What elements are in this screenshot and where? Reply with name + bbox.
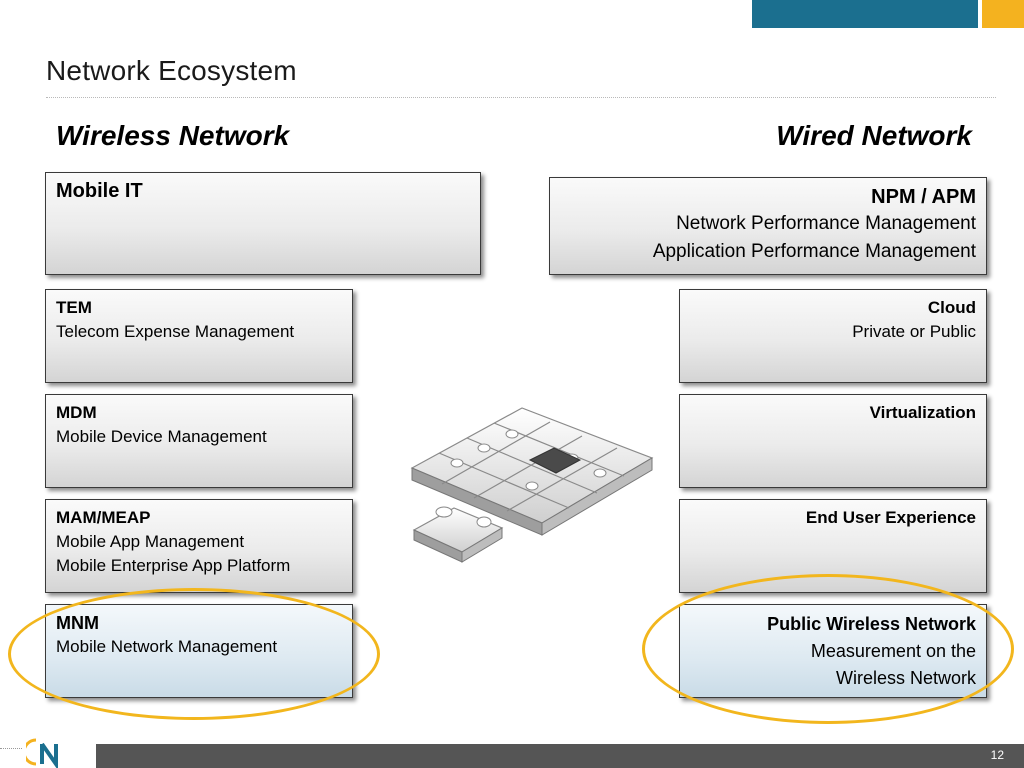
title-divider [46, 97, 996, 98]
wired-heading: Wired Network [776, 120, 972, 151]
box-mobile-it: Mobile IT [45, 172, 481, 275]
highlight-ellipse-left [8, 588, 380, 720]
box-line: Mobile Enterprise App Platform [56, 556, 291, 575]
box-end-user-experience: End User Experience [679, 499, 987, 593]
box-line: Network Performance Management [676, 213, 976, 234]
box-line: Mobile Device Management [56, 427, 267, 446]
box-line: Mobile App Management [56, 532, 245, 551]
box-virtualization: Virtualization [679, 394, 987, 488]
box-mam-meap: MAM/MEAP Mobile App Management Mobile En… [45, 499, 353, 593]
box-cloud: Cloud Private or Public [679, 289, 987, 383]
box-head: TEM [56, 298, 92, 317]
box-tem: TEM Telecom Expense Management [45, 289, 353, 383]
wireless-heading: Wireless Network [56, 120, 290, 151]
box-head: Virtualization [869, 403, 976, 422]
box-line: Telecom Expense Management [56, 322, 295, 341]
puzzle-pieces-icon [410, 407, 654, 563]
box-mdm: MDM Mobile Device Management [45, 394, 353, 488]
box-head: MAM/MEAP [56, 508, 151, 527]
box-head: End User Experience [805, 508, 976, 527]
slide-title: Network Ecosystem [46, 55, 297, 86]
footer-bar [96, 744, 1024, 768]
header-accent-orange [982, 0, 1024, 28]
box-head: NPM / APM [871, 186, 976, 208]
header-accent-teal [752, 0, 978, 28]
box-head: MDM [56, 403, 97, 422]
page-number: 12 [990, 748, 1004, 762]
box-npm-apm: NPM / APM Network Performance Management… [549, 177, 987, 275]
highlight-ellipse-right [642, 574, 1014, 724]
box-line: Application Performance Management [652, 241, 976, 262]
box-head: Mobile IT [56, 180, 143, 202]
box-head: Cloud [927, 298, 976, 317]
box-line: Private or Public [852, 322, 976, 341]
company-logo-icon [26, 738, 58, 768]
footer-rule [0, 748, 22, 749]
